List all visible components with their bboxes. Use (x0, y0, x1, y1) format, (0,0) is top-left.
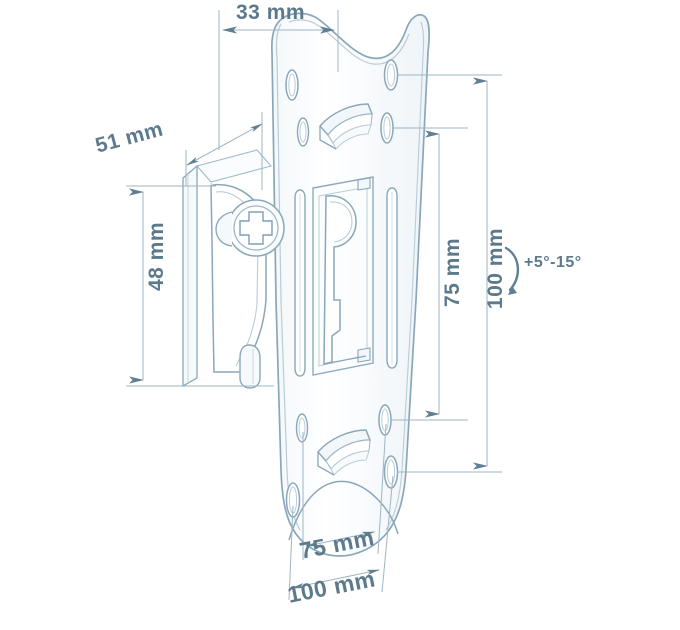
plate-bevel-top (288, 19, 410, 65)
emboss-slot-upper (319, 103, 374, 150)
wall-face-plate (182, 164, 198, 388)
side-bracket-group (182, 149, 285, 389)
screw-cross-slot (239, 211, 273, 245)
ext-line-100h-left (288, 505, 294, 601)
screw-side-lug (215, 211, 233, 247)
plate-bevel-right (385, 21, 425, 531)
top-projection-plane (196, 149, 272, 183)
dimension-label-75mm-vertical: 75 mm (441, 237, 465, 308)
dimension-lines-group (126, 10, 502, 601)
bottom-pin (239, 344, 261, 389)
ext-line-75h-right (377, 423, 387, 555)
plate-bottom-arc (288, 480, 399, 541)
arm-bottom-ledge (323, 355, 367, 365)
tilt-curved-arrow-icon (504, 246, 519, 295)
dim-line-75h (306, 531, 375, 547)
ext-line-100h-right (381, 475, 394, 593)
arm-bottom-tab (357, 347, 371, 363)
mount-hole-top-left (285, 69, 299, 101)
mount-hole-upper-left-inner (299, 121, 307, 143)
dimension-label-100mm-vertical: 100 mm (484, 227, 508, 310)
mount-hole-bottom-right (383, 455, 399, 489)
arm-hook-inner-curve (329, 201, 353, 243)
emboss-slot-lower (317, 429, 372, 476)
dim-line-51 (186, 123, 263, 166)
tilt-arm-front-group (312, 176, 374, 376)
mount-hole-bottom-right-inner (386, 459, 396, 485)
tilt-range-label: +5°-15° (524, 254, 582, 271)
arm-top-tab (357, 177, 371, 191)
dim-line-100h (291, 569, 380, 589)
mount-hole-lower-left-inner (298, 417, 306, 439)
arm-hook-profile (323, 195, 357, 365)
mount-hole-top-right-inner (386, 63, 396, 87)
mount-hole-lower-right-inner (381, 408, 389, 432)
vertical-slot-left (294, 189, 306, 377)
dimension-label-33mm: 33 mm (236, 1, 306, 24)
dimension-label-48mm: 48 mm (145, 221, 169, 292)
mount-hole-upper-right-inner (383, 116, 391, 140)
mount-hole-top-left-inner (288, 73, 296, 97)
vertical-slot-right (386, 187, 398, 369)
